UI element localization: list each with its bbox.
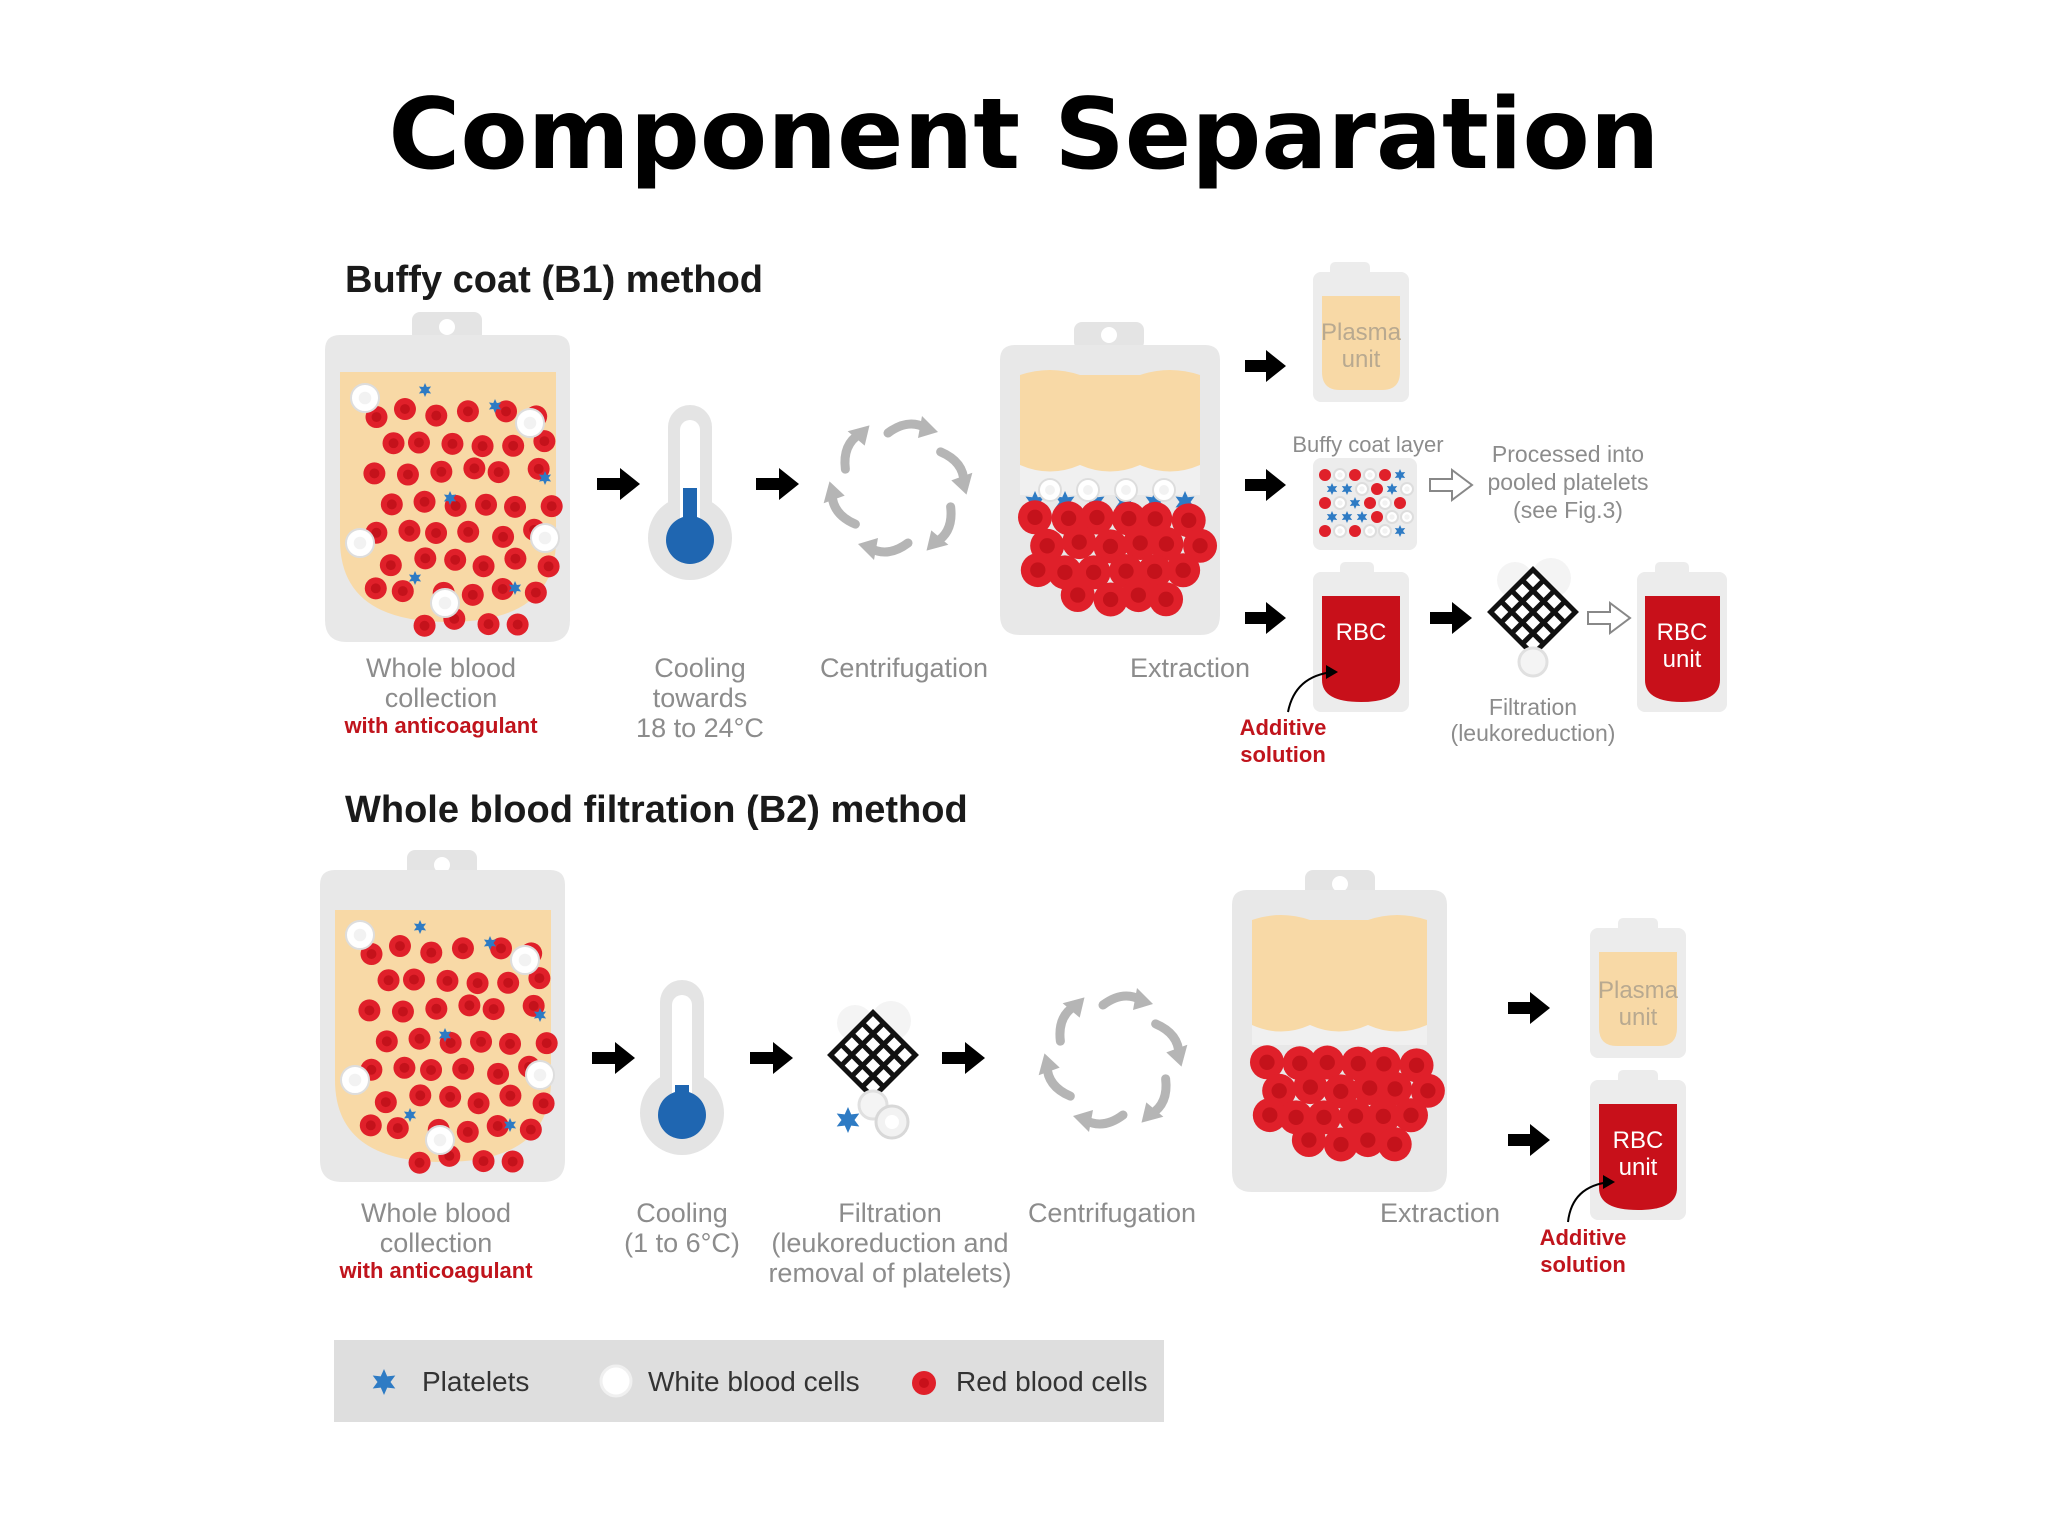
legend: Platelets White blood cells Red blood ce… bbox=[334, 1340, 1164, 1422]
b1-processed-line3: (see Fig.3) bbox=[1513, 497, 1623, 523]
b2-arrow-2 bbox=[750, 1042, 793, 1074]
b2-step3-line3: removal of platelets) bbox=[768, 1258, 1011, 1288]
b1-buffy-cells bbox=[1319, 468, 1414, 538]
b2-step1-note: with anticoagulant bbox=[338, 1258, 533, 1283]
b1-processed-line2: pooled platelets bbox=[1487, 469, 1648, 495]
b1-step1-line2: collection bbox=[385, 683, 498, 713]
b2-step4-label: Centrifugation bbox=[1028, 1198, 1196, 1228]
b1-packed-rbcs bbox=[1017, 500, 1218, 617]
b1-rbc-bag-label: RBC bbox=[1336, 619, 1387, 646]
b1-filtration-line2: (leukoreduction) bbox=[1451, 720, 1616, 746]
b1-arrow-1 bbox=[597, 468, 640, 500]
b2-step2-line1: Cooling bbox=[636, 1198, 728, 1228]
b2-step5-label: Extraction bbox=[1380, 1198, 1500, 1228]
b1-step2-line2: towards bbox=[653, 683, 748, 713]
b2-rbc-unit-line1: RBC bbox=[1613, 1127, 1664, 1154]
legend-rbc-label: Red blood cells bbox=[956, 1366, 1147, 1397]
b1-buffy-band bbox=[1025, 478, 1195, 513]
b1-rbc-unit-line2: unit bbox=[1663, 646, 1702, 673]
b1-arrow-filter bbox=[1430, 602, 1472, 634]
b1-centrifuged-bag bbox=[1000, 322, 1220, 635]
b2-additive-line1: Additive bbox=[1540, 1225, 1627, 1250]
b2-additive-line2: solution bbox=[1540, 1252, 1626, 1277]
b1-arrow-rbc bbox=[1245, 602, 1286, 634]
b1-thermometer-icon bbox=[648, 405, 732, 580]
b2-whole-blood-bag bbox=[320, 850, 565, 1182]
b1-additive-line1: Additive bbox=[1240, 715, 1327, 740]
b2-arrow-rbc bbox=[1508, 1124, 1550, 1156]
b2-step2-line2: (1 to 6°C) bbox=[624, 1228, 740, 1258]
b1-step1-note: with anticoagulant bbox=[343, 713, 538, 738]
b2-plasma-line2: unit bbox=[1619, 1004, 1658, 1031]
b1-plasma-line1: Plasma bbox=[1321, 319, 1402, 346]
legend-platelet-icon bbox=[372, 1369, 396, 1395]
b1-filtration-line1: Filtration bbox=[1489, 694, 1577, 720]
legend-platelets-label: Platelets bbox=[422, 1366, 529, 1397]
b1-centrifuge-icon bbox=[823, 416, 973, 560]
b2-centrifuged-bag bbox=[1232, 870, 1447, 1192]
b2-arrow-1 bbox=[592, 1042, 635, 1074]
b2-step3-line2: (leukoreduction and bbox=[771, 1228, 1008, 1258]
b1-step3-label: Centrifugation bbox=[820, 653, 988, 683]
b2-step1-line1: Whole blood bbox=[361, 1198, 511, 1228]
b1-step2-line1: Cooling bbox=[654, 653, 746, 683]
b1-rbc-unit bbox=[1637, 562, 1727, 712]
legend-rbc-icon bbox=[912, 1371, 936, 1395]
b2-whole-blood-cells bbox=[340, 920, 558, 1174]
b1-plasma-unit bbox=[1313, 262, 1409, 402]
b2-additive-pointer-head bbox=[1603, 1175, 1615, 1189]
b1-buffy-coat-bag bbox=[1313, 458, 1417, 550]
b2-packed-rbcs bbox=[1249, 1045, 1445, 1162]
b2-step3-line1: Filtration bbox=[838, 1198, 942, 1228]
b2-rbc-unit bbox=[1590, 1070, 1686, 1220]
b2-filter-retained bbox=[836, 1104, 910, 1140]
b1-hollow-arrow-2 bbox=[1587, 601, 1632, 635]
b1-step4-label: Extraction bbox=[1130, 653, 1250, 683]
b1-plasma-line2: unit bbox=[1342, 346, 1381, 373]
b2-thermometer-icon bbox=[640, 980, 724, 1155]
b1-processed-line1: Processed into bbox=[1492, 441, 1644, 467]
b1-additive-line2: solution bbox=[1240, 742, 1326, 767]
b1-whole-blood-cells bbox=[345, 383, 563, 637]
b1-arrow-plasma bbox=[1245, 350, 1286, 382]
b1-step1-line1: Whole blood bbox=[366, 653, 516, 683]
b1-rbc-unit-line1: RBC bbox=[1657, 619, 1708, 646]
b2-step1-line2: collection bbox=[380, 1228, 493, 1258]
b2-plasma-line1: Plasma bbox=[1598, 977, 1679, 1004]
b1-heading: Buffy coat (B1) method bbox=[345, 259, 763, 301]
b1-hollow-arrow-1 bbox=[1429, 468, 1474, 502]
b1-whole-blood-bag bbox=[325, 312, 570, 642]
b2-filter-icon bbox=[827, 1001, 919, 1121]
legend-wbc-icon bbox=[599, 1364, 633, 1398]
b2-arrow-3 bbox=[942, 1042, 985, 1074]
legend-wbc-label: White blood cells bbox=[648, 1366, 860, 1397]
b2-centrifuge-icon bbox=[1038, 988, 1188, 1132]
b2-heading: Whole blood filtration (B2) method bbox=[345, 789, 968, 831]
b1-additive-pointer-head bbox=[1326, 665, 1338, 679]
b1-rbc-bag bbox=[1313, 562, 1409, 712]
b1-filter-icon bbox=[1487, 558, 1579, 678]
b1-buffy-label: Buffy coat layer bbox=[1292, 432, 1443, 457]
b2-arrow-plasma bbox=[1508, 992, 1550, 1024]
slide-title: Component Separation bbox=[388, 78, 1660, 192]
b1-arrow-buffy bbox=[1245, 469, 1286, 501]
b1-step2-line3: 18 to 24°C bbox=[636, 713, 764, 743]
b2-plasma-unit bbox=[1590, 918, 1686, 1058]
b1-arrow-2 bbox=[756, 468, 799, 500]
b2-rbc-unit-line2: unit bbox=[1619, 1154, 1658, 1181]
